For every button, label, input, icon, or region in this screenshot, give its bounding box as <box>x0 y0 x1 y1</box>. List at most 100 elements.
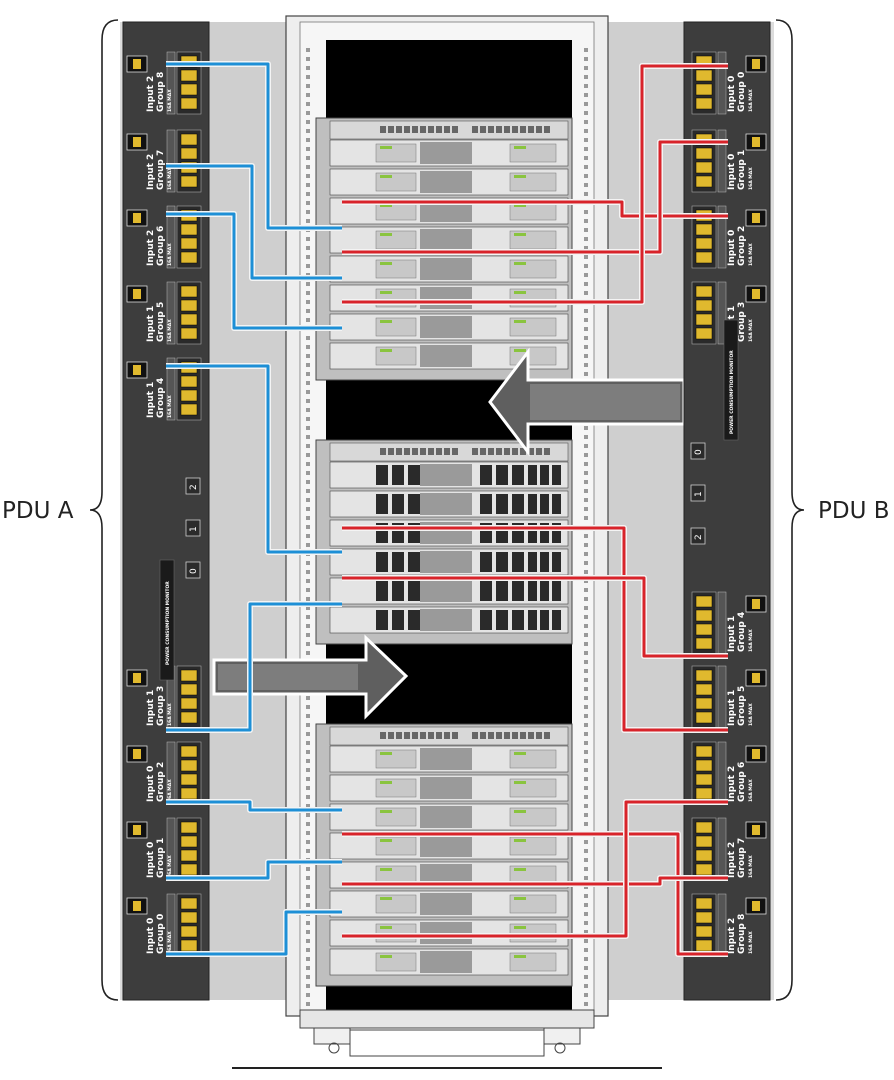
power-outlet[interactable] <box>695 175 713 188</box>
power-outlet[interactable] <box>695 773 713 786</box>
outlet-group-group: Group 4 <box>156 378 166 418</box>
power-outlet[interactable] <box>695 83 713 96</box>
airflow-arrow-right <box>488 347 686 457</box>
outlet-group-input: Input 0 <box>727 230 737 266</box>
power-outlet[interactable] <box>180 697 198 710</box>
power-cable <box>342 876 728 886</box>
power-outlet[interactable] <box>180 147 198 160</box>
power-outlet[interactable] <box>695 313 713 326</box>
outlet-group-rating: 16A MAX <box>748 855 754 878</box>
power-outlet[interactable] <box>695 69 713 82</box>
outlet-group-group: Group 0 <box>737 72 747 112</box>
outlet-group-input: Input 2 <box>727 766 737 802</box>
power-outlet[interactable] <box>180 299 198 312</box>
power-outlet[interactable] <box>180 849 198 862</box>
power-outlet[interactable] <box>180 821 198 834</box>
power-outlet[interactable] <box>180 711 198 724</box>
outlet-group-group: Group 5 <box>156 302 166 342</box>
power-outlet[interactable] <box>180 237 198 250</box>
outlet-group-group: Group 8 <box>737 914 747 954</box>
power-outlet[interactable] <box>695 299 713 312</box>
server-node <box>329 890 569 918</box>
power-cable <box>166 212 342 330</box>
power-outlet[interactable] <box>695 711 713 724</box>
server-node <box>329 948 569 976</box>
power-outlet[interactable] <box>695 237 713 250</box>
outlet-group-input: Input 0 <box>146 842 156 878</box>
power-outlet[interactable] <box>180 925 198 938</box>
power-outlet[interactable] <box>695 759 713 772</box>
power-outlet[interactable] <box>695 223 713 236</box>
power-outlet[interactable] <box>695 939 713 952</box>
power-outlet[interactable] <box>695 609 713 622</box>
power-outlet[interactable] <box>180 759 198 772</box>
outlet-group-group: Group 3 <box>737 302 747 342</box>
outlet-group-group: Group 5 <box>737 686 747 726</box>
power-cable <box>166 62 342 230</box>
power-outlet[interactable] <box>180 403 198 416</box>
power-outlet[interactable] <box>695 835 713 848</box>
outlet-group-group: Group 4 <box>737 612 747 652</box>
power-outlet[interactable] <box>695 327 713 340</box>
power-outlet[interactable] <box>180 97 198 110</box>
power-outlet[interactable] <box>180 683 198 696</box>
outlet-group-input: Input 2 <box>727 918 737 954</box>
power-outlet[interactable] <box>695 595 713 608</box>
power-outlet[interactable] <box>180 83 198 96</box>
power-outlet[interactable] <box>180 375 198 388</box>
power-outlet[interactable] <box>180 787 198 800</box>
power-outlet[interactable] <box>695 623 713 636</box>
outlet-group-rating: 16A MAX <box>748 629 754 652</box>
power-outlet[interactable] <box>180 389 198 402</box>
power-outlet[interactable] <box>180 911 198 924</box>
power-outlet[interactable] <box>180 285 198 298</box>
power-outlet[interactable] <box>180 251 198 264</box>
server-node <box>329 255 569 283</box>
outlet-group-input: Input 0 <box>146 918 156 954</box>
power-outlet[interactable] <box>180 69 198 82</box>
power-outlet[interactable] <box>180 773 198 786</box>
power-outlet[interactable] <box>180 897 198 910</box>
outlet-group-rating: 16A MAX <box>748 319 754 342</box>
power-outlet[interactable] <box>180 313 198 326</box>
server-node <box>329 342 569 370</box>
power-outlet[interactable] <box>180 939 198 952</box>
power-outlet[interactable] <box>695 251 713 264</box>
power-outlet[interactable] <box>695 697 713 710</box>
power-outlet[interactable] <box>695 161 713 174</box>
power-outlet[interactable] <box>695 147 713 160</box>
power-outlet[interactable] <box>180 745 198 758</box>
power-outlet[interactable] <box>695 911 713 924</box>
power-outlet[interactable] <box>695 849 713 862</box>
power-outlet[interactable] <box>695 97 713 110</box>
power-outlet[interactable] <box>695 637 713 650</box>
outlet-group-input: Input 1 <box>146 306 156 342</box>
outlet-group-input: Input 0 <box>727 154 737 190</box>
power-outlet[interactable] <box>180 223 198 236</box>
pdu-b-cables <box>342 63 728 957</box>
server-chassis <box>315 439 573 645</box>
power-outlet[interactable] <box>695 787 713 800</box>
server-node <box>329 519 569 547</box>
power-outlet[interactable] <box>695 683 713 696</box>
power-outlet[interactable] <box>695 669 713 682</box>
power-outlet[interactable] <box>695 925 713 938</box>
power-outlet[interactable] <box>180 175 198 188</box>
power-outlet[interactable] <box>180 835 198 848</box>
indicator-number: 1 <box>694 491 704 497</box>
power-outlet[interactable] <box>180 669 198 682</box>
power-outlet[interactable] <box>695 897 713 910</box>
power-outlet[interactable] <box>695 821 713 834</box>
power-outlet[interactable] <box>180 133 198 146</box>
power-outlet[interactable] <box>180 327 198 340</box>
power-outlet[interactable] <box>695 745 713 758</box>
power-outlet[interactable] <box>180 863 198 876</box>
power-outlet[interactable] <box>695 285 713 298</box>
power-outlet[interactable] <box>695 863 713 876</box>
